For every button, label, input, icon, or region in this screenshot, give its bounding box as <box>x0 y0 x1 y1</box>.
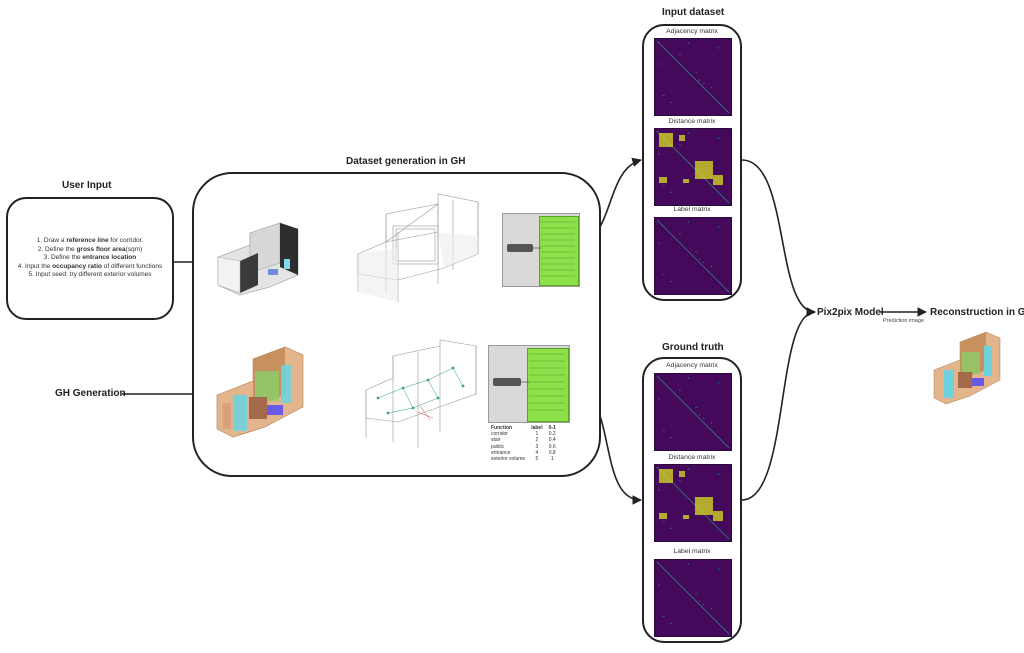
table-row: public 3 0.6 <box>488 444 559 450</box>
truth-adjacency-label: Adjacency matrix <box>666 362 718 369</box>
user-input-step: 3. Define the entrance location <box>44 254 137 263</box>
table-cell: stair <box>491 437 501 444</box>
gh-component-panel-top <box>502 213 580 287</box>
table-row: corridor 1 0.2 <box>488 431 559 437</box>
truth-label-label: Label matrix <box>673 548 711 555</box>
table-cell: 2 <box>535 437 539 444</box>
user-input-step: 2. Define the gross floor area(sqm) <box>38 246 142 255</box>
matrix-pattern <box>656 375 730 449</box>
gh-generation-title: GH Generation <box>55 388 126 399</box>
step-text: 2. Define the <box>37 245 77 253</box>
input-dataset-title: Input dataset <box>662 7 725 18</box>
function-label-table: Function label 0-1 corridor 1 0.2 stair 2 0.4… <box>488 425 559 462</box>
table-cell: exterior volume <box>491 456 526 463</box>
step-text-after: of different functions <box>101 262 163 270</box>
user-input-step: 5. Input seed: try different exterior vo… <box>28 271 151 280</box>
table-cell: 1 <box>550 456 554 463</box>
table-cell: 0.4 <box>548 437 556 444</box>
table-cell: 4 <box>535 449 539 456</box>
step-text: 4. Input the <box>17 262 53 270</box>
reconstruction-model-image <box>933 331 1001 405</box>
matrix-pattern <box>656 219 730 293</box>
truth-adjacency-matrix <box>654 373 732 451</box>
input-adjacency-matrix <box>654 38 732 116</box>
ground-truth-title: Ground truth <box>662 342 724 353</box>
table-header-label: label <box>531 425 543 431</box>
reconstruction-title: Reconstruction in GH <box>930 307 1024 318</box>
truth-label-matrix <box>654 559 732 637</box>
table-cell: public <box>491 443 505 450</box>
arrow-truth-to-model <box>741 307 816 501</box>
user-input-step: 4. Input the occupancy ratio of differen… <box>18 263 162 272</box>
table-header-value: 0-1 <box>548 425 556 431</box>
matrix-pattern <box>656 561 730 635</box>
wireframe-graph-image <box>365 339 477 448</box>
input-distance-matrix <box>654 128 732 206</box>
truth-distance-label: Distance matrix <box>668 454 716 461</box>
table-cell: corridor <box>491 431 508 438</box>
matrix-pattern <box>656 40 730 114</box>
table-cell: entrance <box>491 449 511 456</box>
gh-component-panel-bottom <box>488 345 570 423</box>
step-text: 1. Draw a <box>36 237 67 245</box>
table-row: exterior volume 5 1 <box>488 456 559 462</box>
table-cell: 5 <box>535 456 539 463</box>
arrow-input-to-model <box>741 159 816 317</box>
user-input-box: 1. Draw a reference line for corridor.2.… <box>6 197 174 320</box>
table-cell: 0.6 <box>548 443 556 450</box>
dataset-generation-title: Dataset generation in GH <box>346 156 466 167</box>
input-distance-label: Distance matrix <box>668 118 716 125</box>
matrix-pattern <box>656 466 730 540</box>
table-cell: 1 <box>535 431 539 438</box>
step-text: 5. Input seed: try different exterior vo… <box>28 271 152 279</box>
matrix-pattern <box>656 130 730 204</box>
table-row: entrance 4 0.8 <box>488 450 559 456</box>
step-bold-text: entrance location <box>82 254 137 262</box>
table-cell: 3 <box>535 443 539 450</box>
table-cell: 0.2 <box>548 431 556 438</box>
user-input-title: User Input <box>62 180 112 191</box>
step-text-after: (sqm) <box>125 245 143 253</box>
input-label-label: Label matrix <box>673 206 711 213</box>
input-label-matrix <box>654 217 732 295</box>
pix2pix-model-title: Pix2pix Model <box>817 307 884 318</box>
input-adjacency-label: Adjacency matrix <box>666 28 718 35</box>
truth-distance-matrix <box>654 464 732 542</box>
step-bold-text: occupancy ratio <box>52 262 102 270</box>
table-row: stair 2 0.4 <box>488 437 559 443</box>
table-cell: 0.8 <box>548 449 556 456</box>
table-header-function: Function <box>491 425 513 431</box>
wireframe-image-top <box>357 193 479 302</box>
step-bold-text: gross floor area <box>76 245 126 253</box>
massing-model-image <box>217 222 299 296</box>
user-input-step: 1. Draw a reference line for corridor. <box>37 237 144 246</box>
step-bold-text: reference line <box>66 237 109 245</box>
colored-model-image <box>216 346 304 438</box>
step-text-after: for corridor. <box>108 237 144 245</box>
prediction-image-label: Prediction image <box>883 318 924 324</box>
step-text: 3. Define the <box>43 254 83 262</box>
